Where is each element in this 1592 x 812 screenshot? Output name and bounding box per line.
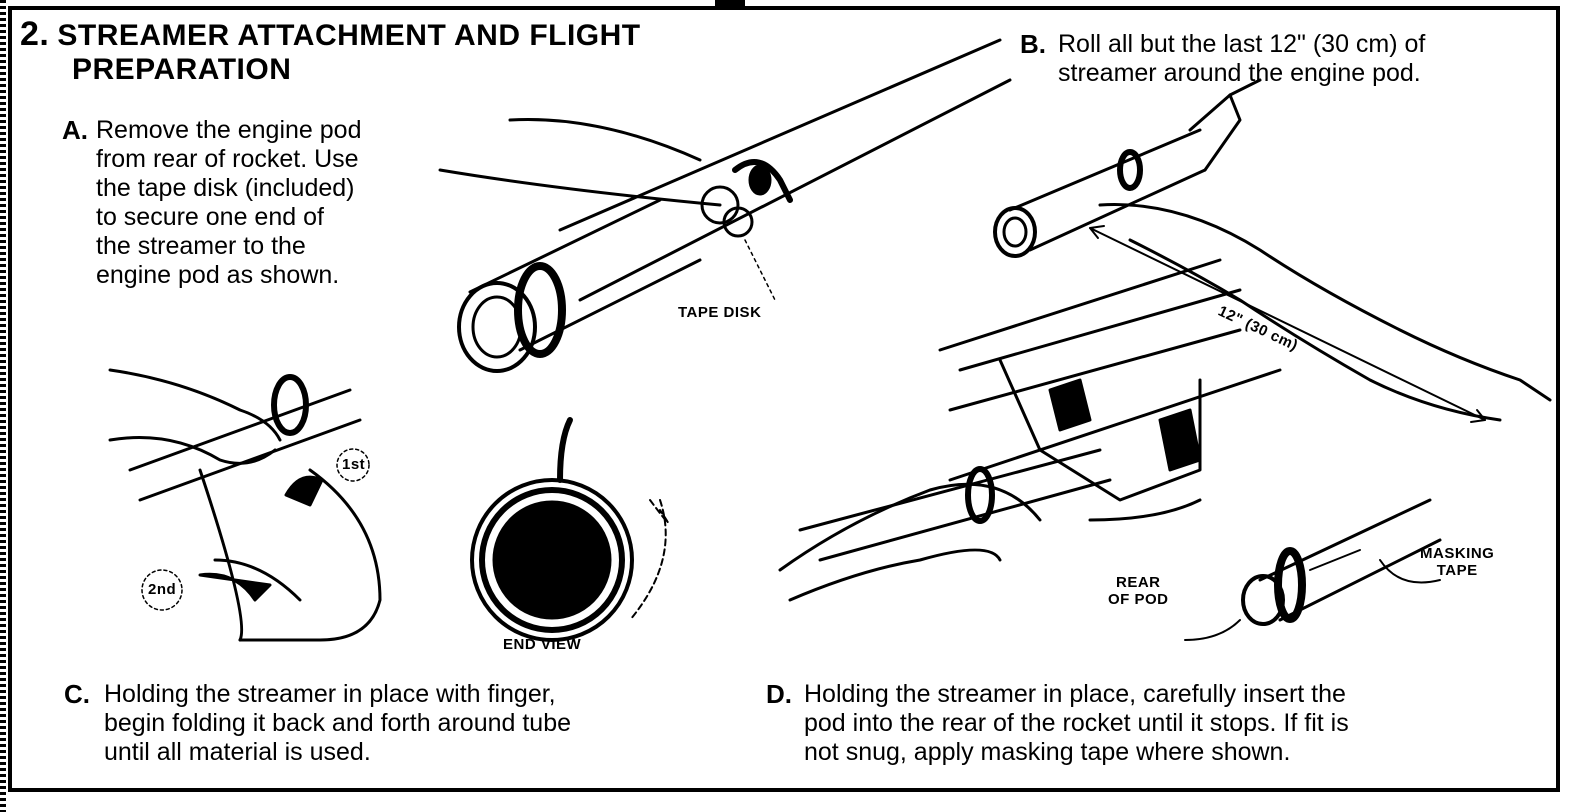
callout-end-view: END VIEW [503, 636, 582, 653]
step-a-text: Remove the engine pod from rear of rocke… [96, 116, 362, 289]
step-c-text: Holding the streamer in place with finge… [104, 680, 572, 766]
instruction-panel-frame [8, 6, 1560, 792]
callout-tape-disk: TAPE DISK [678, 304, 762, 321]
step-b-label: B. [1020, 29, 1046, 59]
illustration-c-fold-streamer [108, 368, 382, 642]
callout-first: 1st [342, 456, 366, 473]
step-c-label: C. [64, 679, 90, 709]
illustration-a-pod-with-streamer [438, 38, 1012, 373]
top-edge-mark [715, 0, 745, 6]
section-title-line1: STREAMER ATTACHMENT AND FLIGHT [57, 19, 641, 52]
step-d-label: D. [766, 679, 792, 709]
section-number: 2. [20, 15, 50, 53]
illustration-d-insert-pod [778, 258, 1442, 641]
callout-masking-tape: MASKING TAPE [1420, 545, 1495, 579]
callout-rear-of-pod: REAR OF POD [1108, 574, 1169, 608]
callout-second: 2nd [148, 581, 177, 598]
section-title-line2: PREPARATION [72, 53, 292, 86]
left-edge-marks [0, 0, 6, 812]
illustration-b-roll-streamer [993, 78, 1552, 423]
step-a-label: A. [62, 115, 88, 145]
step-b-text: Roll all but the last 12" (30 cm) of str… [1058, 30, 1426, 87]
step-d-text: Holding the streamer in place, carefully… [804, 680, 1349, 766]
section-title: 2.STREAMER ATTACHMENT AND FLIGHT PREPARA… [20, 15, 641, 86]
illustration-end-view [470, 417, 669, 642]
